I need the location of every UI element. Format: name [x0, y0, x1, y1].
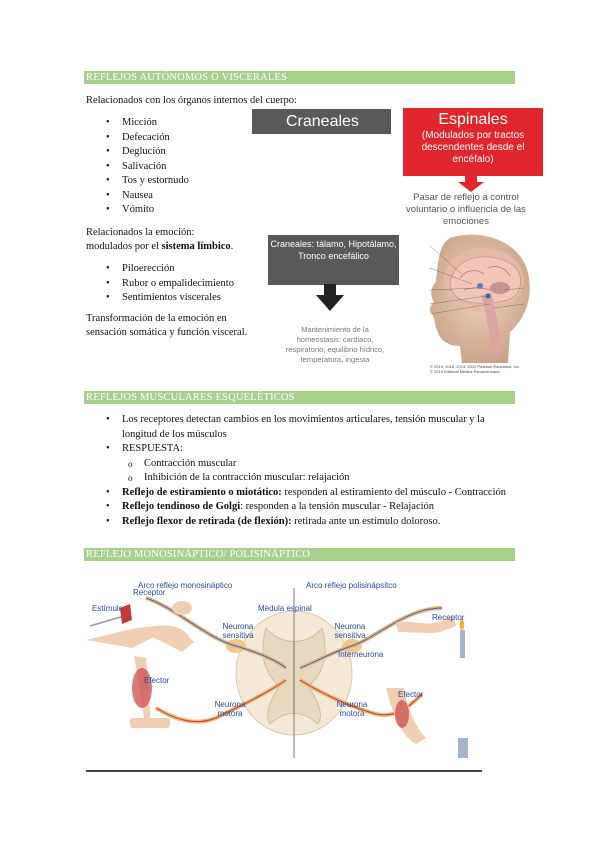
transform-line2: sensación somática y función visceral.: [86, 327, 248, 339]
emotion-list: •Piloerección •Rubor o empalidecimiento …: [106, 262, 234, 306]
section-header-autonomos: REFLEJOS AUTÓNOMOS O VISCERALES: [84, 71, 515, 84]
section-header-musculares: REFLEJOS MUSCULARES ESQUELÉTICOS: [84, 391, 515, 404]
mantenimiento-text: Mantenimiento de la homeostasis: cardiac…: [285, 325, 385, 364]
intro-text: Relacionados con los órganos internos de…: [86, 95, 297, 106]
brain-head-illustration: [429, 234, 530, 363]
efector-left-label: Efector: [144, 676, 170, 685]
reflex-arc-illustration: [86, 588, 468, 758]
medula-label: Médula espinal: [258, 604, 312, 613]
list-item: •Deglución: [106, 146, 166, 157]
list-item: •Tos y estornudo: [106, 175, 189, 186]
espinales-subtitle: (Modulados por tractos descendentes desd…: [421, 130, 525, 165]
section-header-monosinaptico: REFLEJO MONOSINÁPTICO/ POLISINÁPTICO: [84, 548, 515, 561]
list-item: •Piloerección: [106, 263, 175, 274]
list-item: •Los receptores detectan cambios en los …: [106, 414, 485, 440]
transform-text: Transformación de la emoción en sensació…: [86, 312, 247, 341]
list-item: •Vómito: [106, 204, 155, 215]
visceral-list: •Micción •Defecación •Deglución •Salivac…: [106, 116, 189, 218]
efector-right-label: Efector: [398, 690, 424, 699]
list-item: •Defecación: [106, 131, 170, 143]
down-arrow-icon: [316, 284, 344, 311]
emotion-text: Relacionados la emoción: modulados por e…: [86, 226, 233, 255]
list-item: •Sentimientos viscerales: [106, 292, 221, 303]
list-item: •Reflejo tendinoso de Golgi: responden a…: [106, 501, 435, 512]
list-item: •Reflejo de estiramiento o miotático: re…: [106, 486, 507, 498]
neurona-sensitiva-right-label: Neurona sensitiva: [334, 622, 366, 640]
red-arrow-icon: [458, 175, 484, 192]
list-item: •Micción: [106, 117, 157, 128]
copyright-text: © 2019, 2016, 2013, 2012 Pearson Educati…: [430, 364, 520, 374]
list-item: •Nausea: [106, 189, 153, 201]
interneurona-label: Interneurona: [338, 650, 384, 659]
neurona-motora-right-label: Neurona motora: [336, 700, 368, 718]
receptor-left-label: Receptor: [133, 588, 166, 597]
list-item: •Reflejo flexor de retirada (de flexión)…: [106, 515, 441, 527]
arco-poli-label: Arco reflejo polisinápsitco: [306, 581, 397, 590]
estimulo-label: Estímulo: [92, 604, 124, 613]
copyright-line2: © 2019 Editorial Médica Panamericana: [430, 369, 500, 374]
musculares-list: •Los receptores detectan cambios en los …: [106, 413, 508, 529]
pasar-text: Pasar de reflejo a control voluntario o …: [406, 192, 526, 227]
emotion-line2: modulados por el sistema límbico.: [86, 241, 234, 253]
espinales-title: Espinales: [438, 111, 508, 128]
espinales-box: Espinales (Modulados por tractos descend…: [403, 108, 543, 176]
bottom-divider: [86, 770, 482, 772]
craneales-box: Craneales: tálamo, Hipotálamo, Tronco en…: [268, 235, 399, 285]
emotion-line1: Relacionados la emoción:: [86, 227, 195, 238]
craneales-label: Craneales: [252, 109, 391, 134]
receptor-right-label: Receptor: [432, 613, 465, 622]
list-item: •Rubor o empalidecimiento: [106, 277, 234, 289]
list-item: •Salivación: [106, 160, 167, 172]
transform-line1: Transformación de la emoción en: [86, 313, 227, 324]
copyright-line1: © 2019, 2016, 2013, 2012 Pearson Educati…: [430, 364, 520, 369]
neurona-sensitiva-left-label: Neurona sensitiva: [222, 622, 254, 640]
neurona-motora-left-label: Neurona motora: [214, 700, 246, 718]
arco-mono-label: Arco reflejo monosináptico: [138, 581, 233, 590]
